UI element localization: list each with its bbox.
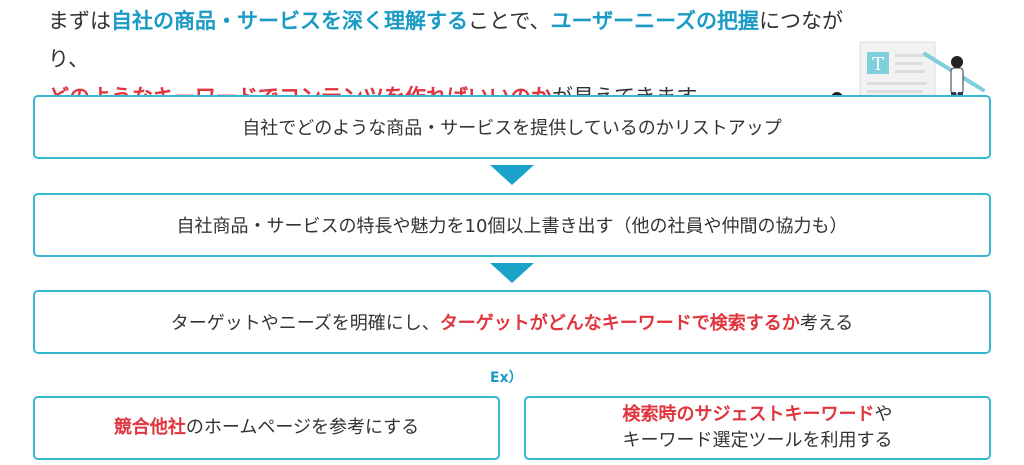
example-1-text: 競合他社のホームページを参考にする [114, 415, 419, 441]
step-3-text-c: 考える [799, 313, 854, 334]
intro-1c: ことで、 [468, 9, 551, 33]
intro-1a: まずは [48, 9, 111, 33]
intro-1d: ユーザーニーズの把握 [550, 9, 760, 33]
example-label: Ex） [490, 370, 523, 386]
intro-1e: につながり、 [48, 9, 844, 71]
step-3-text-a: ターゲットやニーズを明確にし、 [170, 313, 440, 334]
step-3-box: ターゲットやニーズを明確にし、ターゲットがどんなキーワードで検索するか考える [33, 290, 991, 354]
step-3-text-b: ターゲットがどんなキーワードで検索するか [439, 313, 800, 334]
example-2-b: や [874, 404, 893, 425]
step-1-text: 自社でどのような商品・サービスを提供しているのかリストアップ [242, 118, 782, 139]
intro-line-1: まずは自社の商品・サービスを深く理解することで、ユーザーニーズの把握につながり、 [48, 2, 848, 78]
down-arrow-icon [490, 165, 534, 185]
step-2-text: 自社商品・サービスの特長や魅力を10個以上書き出す（他の社員や仲間の協力も） [176, 216, 848, 237]
step-2-box: 自社商品・サービスの特長や魅力を10個以上書き出す（他の社員や仲間の協力も） [33, 193, 991, 257]
intro-1b: 自社の商品・サービスを深く理解する [111, 9, 468, 33]
doc-letter: T [872, 54, 884, 75]
step-1-box: 自社でどのような商品・サービスを提供しているのかリストアップ [33, 95, 991, 159]
down-arrow-icon [490, 263, 534, 283]
example-2-box: 検索時のサジェストキーワードや キーワード選定ツールを利用する [524, 396, 991, 460]
example-2-line-1: 検索時のサジェストキーワードや [623, 402, 893, 428]
example-2-text: 検索時のサジェストキーワードや キーワード選定ツールを利用する [623, 402, 893, 454]
example-1-b: のホームページを参考にする [185, 417, 420, 438]
example-1-a: 競合他社 [113, 417, 186, 438]
example-2-line-2: キーワード選定ツールを利用する [622, 430, 893, 451]
example-1-box: 競合他社のホームページを参考にする [33, 396, 500, 460]
example-2-a: 検索時のサジェストキーワード [622, 404, 875, 425]
